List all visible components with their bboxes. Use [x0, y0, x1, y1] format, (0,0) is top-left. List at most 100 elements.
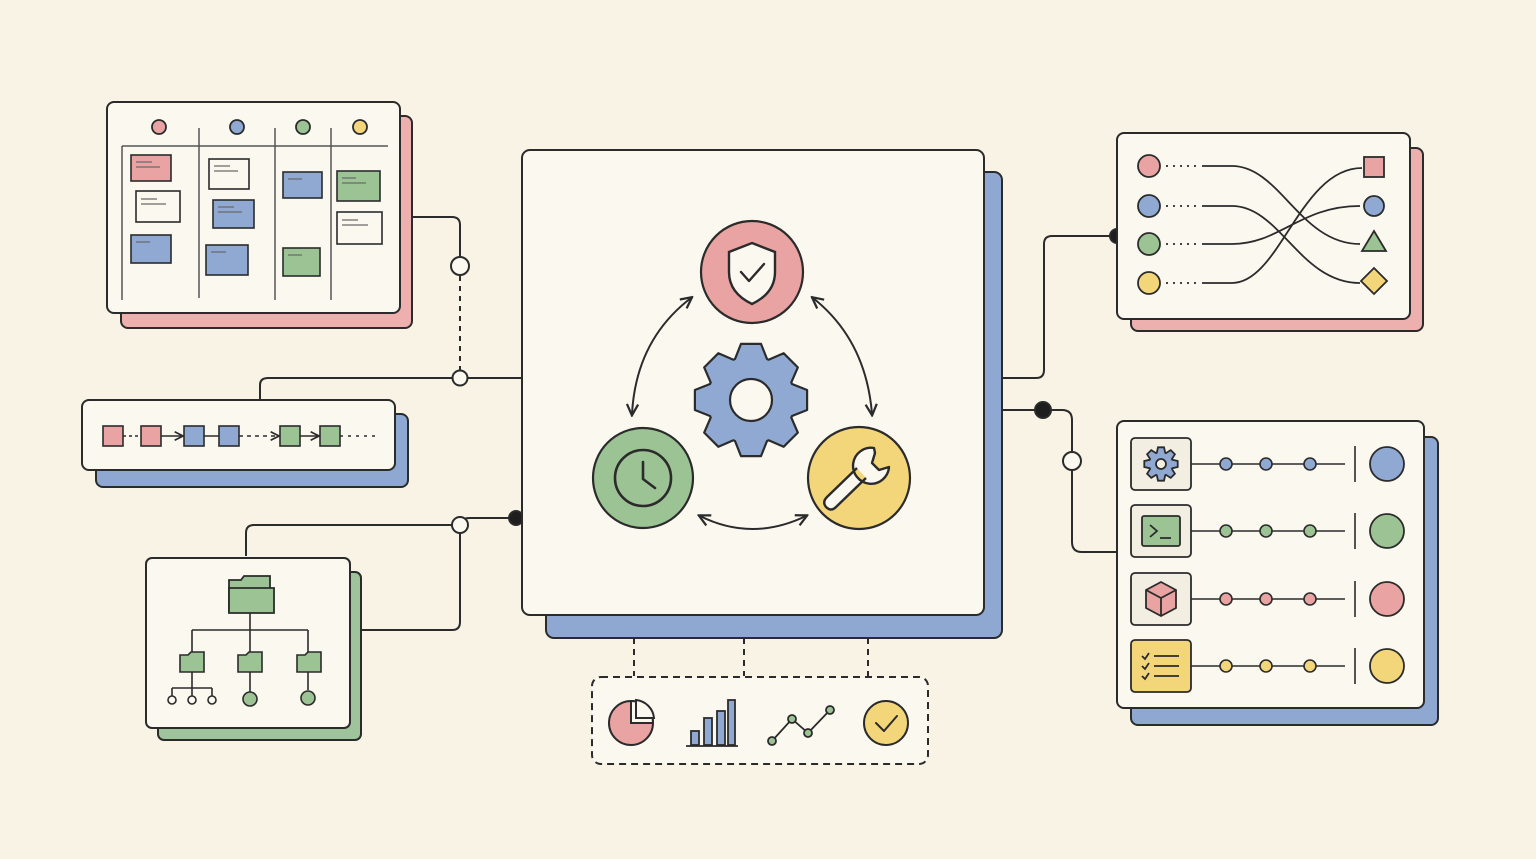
card-text-line — [214, 165, 238, 172]
connector-kanban-hub — [400, 216, 461, 266]
connector-tools — [1071, 470, 1118, 553]
pipeline-step — [140, 425, 162, 447]
kanban-card — [208, 158, 250, 190]
cycle-arrow — [813, 298, 872, 414]
node-filled — [508, 510, 524, 526]
route-path — [1202, 205, 1361, 245]
file-tree-panel — [145, 557, 362, 741]
kanban-card — [336, 211, 383, 245]
tool-status-dot — [1369, 581, 1405, 617]
tool-row — [1130, 572, 1405, 626]
wrench-icon — [806, 425, 912, 531]
folder-icon — [296, 651, 322, 673]
tree-leaf — [187, 695, 197, 705]
node-open — [450, 256, 470, 276]
folder-icon-front — [228, 587, 275, 614]
tool-track-node — [1219, 457, 1233, 471]
node-open — [451, 369, 469, 387]
tool-status-dot — [1369, 648, 1405, 684]
cycle-arrow — [700, 516, 806, 530]
folder-icon — [237, 651, 263, 673]
kanban-card — [130, 154, 172, 182]
pipeline-step — [102, 425, 124, 447]
clock-icon — [591, 426, 695, 530]
card-text-line — [342, 219, 368, 226]
card-text-line — [141, 198, 166, 205]
card-text-line — [136, 161, 160, 168]
tool-track-node — [1303, 659, 1317, 673]
column-dot-green — [295, 119, 311, 135]
tool-track-node — [1303, 457, 1317, 471]
route-output-circle — [1363, 195, 1385, 217]
column-dot-yellow — [352, 119, 368, 135]
tool-track-node — [1303, 524, 1317, 538]
route-path — [1202, 165, 1361, 245]
route-input-blue — [1137, 194, 1161, 218]
tools-panel — [1116, 420, 1439, 726]
check-circle-icon — [863, 700, 909, 746]
connector-hub-routing — [1002, 235, 1118, 379]
routing-panel — [1116, 132, 1424, 332]
tool-status-dot — [1369, 513, 1405, 549]
kanban-card — [282, 247, 321, 277]
panel-card — [145, 557, 351, 729]
kanban-card — [135, 190, 181, 223]
tool-row — [1130, 639, 1405, 693]
analytics-frame — [591, 676, 929, 765]
tool-row — [1130, 504, 1405, 558]
route-input-green — [1137, 232, 1161, 256]
connector-filetree-top — [245, 524, 452, 556]
kanban-panel — [106, 101, 413, 329]
node-open — [1062, 451, 1082, 471]
kanban-card — [282, 171, 323, 199]
column-dot-red — [151, 119, 167, 135]
pipeline-panel — [81, 399, 409, 488]
gear-icon — [693, 342, 809, 458]
shield-check-icon — [699, 219, 805, 325]
pipeline-step — [319, 425, 341, 447]
panel-card — [1116, 132, 1411, 320]
tree-leaf — [300, 690, 316, 706]
tool-track-node — [1219, 524, 1233, 538]
tool-track-node — [1259, 659, 1273, 673]
panel-card — [1116, 420, 1425, 709]
tool-row — [1130, 437, 1405, 491]
kanban-card — [205, 244, 249, 276]
kanban-card — [130, 234, 172, 264]
column-dot-blue — [229, 119, 245, 135]
tree-leaf — [207, 695, 217, 705]
line-chart-icon — [767, 705, 835, 746]
card-text-line — [218, 206, 242, 213]
tree-leaf — [242, 691, 258, 707]
route-input-yellow — [1137, 271, 1161, 295]
checklist-icon — [1141, 652, 1179, 681]
node-filled — [1034, 401, 1052, 419]
terminal-icon — [1141, 515, 1181, 547]
card-text-line — [342, 177, 366, 184]
pipeline-step — [183, 425, 205, 447]
connector-filetree-side — [360, 532, 461, 631]
route-output-square — [1363, 156, 1385, 178]
pie-chart-icon — [608, 698, 656, 746]
connector-pipeline-hub — [259, 377, 524, 400]
gear-icon — [1143, 446, 1179, 482]
route-path — [1202, 205, 1361, 284]
node-open — [451, 516, 469, 534]
tool-status-dot — [1369, 446, 1405, 482]
connector-hub-tools — [1002, 409, 1073, 452]
pipeline-step — [279, 425, 301, 447]
tree-branch — [171, 672, 309, 696]
tool-track-node — [1219, 659, 1233, 673]
cycle-arrow — [632, 298, 691, 414]
cube-icon — [1145, 580, 1177, 618]
kanban-card — [212, 199, 255, 229]
card-text-line — [136, 178, 302, 256]
tool-track-node — [1219, 592, 1233, 606]
route-output-diamond — [1359, 266, 1389, 296]
kanban-card — [336, 170, 381, 202]
analytics-strip — [591, 676, 929, 765]
folder-icon — [179, 651, 205, 673]
tool-track-node — [1259, 592, 1273, 606]
tool-track-node — [1303, 592, 1317, 606]
